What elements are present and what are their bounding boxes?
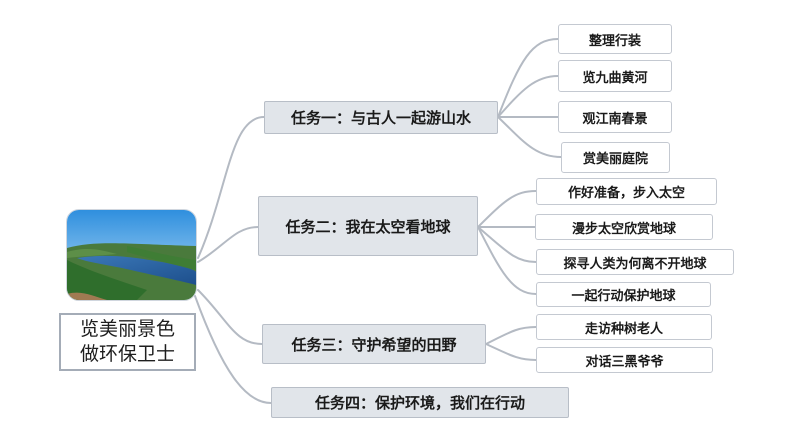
connector-root-task2 [197,226,259,263]
connector-root-task3 [197,289,263,345]
connector-task2-sub3 [477,226,537,263]
subtopic-2-1[interactable]: 作好准备，步入太空 [536,178,717,205]
connector-task1-sub2 [497,75,559,118]
subtopic-3-2[interactable]: 对话三黑爷爷 [536,347,713,373]
connector-task1-sub1 [497,38,559,118]
subtopic-2-2[interactable]: 漫步太空欣赏地球 [535,214,713,240]
central-topic-title: 览美丽景色做环保卫士 [59,313,196,371]
subtopic-3-1[interactable]: 走访种树老人 [536,314,712,340]
subtopic-1-2[interactable]: 览九曲黄河 [558,60,672,92]
subtopic-1-3[interactable]: 观江南春景 [558,101,672,133]
connector-task3-sub1 [485,326,537,345]
connector-root-task4 [194,295,272,404]
subtopic-1-1[interactable]: 整理行装 [558,24,672,54]
connector-task3-sub2 [485,343,537,361]
subtopic-2-4[interactable]: 一起行动保护地球 [536,282,711,307]
central-title-line1: 览美丽景色 [79,318,175,340]
central-title-line2: 做环保卫士 [79,343,175,365]
connector-task2-sub1 [477,190,537,228]
subtopic-1-4[interactable]: 赏美丽庭院 [561,142,670,173]
lake-landscape-photo [67,210,196,300]
central-photo [66,209,197,301]
task-node-2[interactable]: 任务二：我在太空看地球 [258,196,478,256]
connector-task1-sub4 [497,116,562,158]
task-node-1[interactable]: 任务一：与古人一起游山水 [264,101,498,134]
task-node-4[interactable]: 任务四：保护环境，我们在行动 [271,387,569,418]
connector-task2-sub4 [477,226,537,295]
subtopic-2-3[interactable]: 探寻人类为何离不开地球 [536,249,734,275]
connector-root-task1 [197,116,265,259]
task-node-3[interactable]: 任务三：守护希望的田野 [262,324,486,364]
